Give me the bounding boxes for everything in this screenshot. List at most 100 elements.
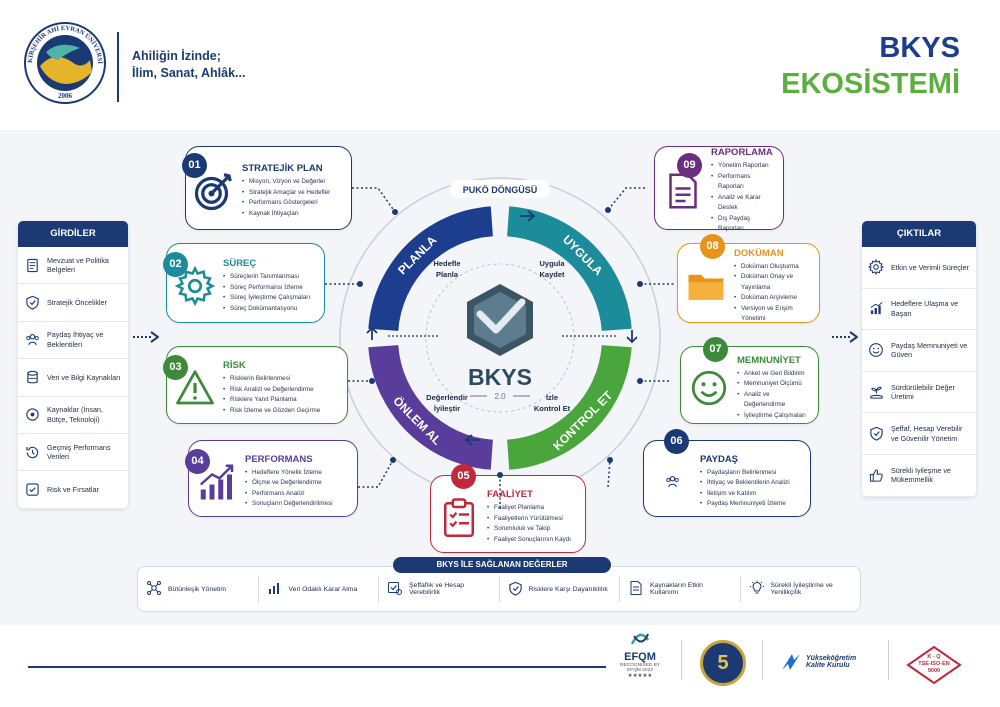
card-paydaş: PAYDAŞPaydaşların Belirlenmesiİhtiyaç ve… [643, 429, 811, 517]
card-number: 09 [677, 153, 702, 178]
outputs-item: Sürdürülebilir Değer Üretimi [862, 372, 976, 414]
card-items: Paydaşların Belirlenmesiİhtiyaç ve Bekle… [700, 468, 790, 510]
card-item: Dış Paydaş Raporları [711, 214, 775, 235]
history-icon [24, 444, 40, 460]
card-strateji̇k plan: STRATEJİK PLAN Misyon, Vizyon ve Değerler… [182, 146, 352, 230]
bkys-center-label: BKYS [468, 364, 532, 390]
outputs-title: ÇIKTILAR [862, 221, 976, 247]
cycle-inner-caption: Kontrol Et [534, 404, 571, 413]
cycle-segment [368, 345, 493, 470]
card-item: Faaliyet Planlama [487, 503, 571, 514]
card-item: Ölçme ve Değerlendirme [245, 478, 333, 489]
chart-icon [267, 580, 283, 598]
card-number: 05 [451, 464, 476, 489]
cycle-arrow-left [366, 326, 378, 340]
card-raporlama: RAPORLAMAYönetim RaporlarıPerformans Rap… [654, 146, 784, 232]
card-item: Sonuçların Değerlendirilmesi [245, 499, 333, 510]
value-item-label: Veri Odaklı Karar Alma [288, 585, 358, 593]
card-item: İyileştirme Çalışmaları [737, 411, 810, 422]
card-item: Anket ve Geri Bildirim [737, 369, 810, 380]
card-body: SÜREÇSüreçlerin TanımlanmasıSüreç Perfor… [223, 258, 310, 314]
card-item: Memnuniyet Ölçümü [737, 379, 810, 390]
tse-line-1: K - Q [927, 654, 941, 660]
card-item: İletişim ve Katılım [700, 489, 790, 500]
card-item: Performans Raporları [711, 172, 775, 193]
card-title: STRATEJİK PLAN [242, 163, 323, 174]
inputs-item: Geçmiş Performans Verileri [18, 434, 128, 472]
card-body: RİSKRisklerin BelirlenmesiRisk Analizi v… [223, 360, 320, 416]
card-number: 08 [700, 234, 725, 259]
university-year: 2006 [58, 92, 73, 100]
outputs-item: Hedeflere Ulaşma ve Başarı [862, 289, 976, 331]
yok-line-1: Yükseköğretim [806, 655, 857, 662]
efqm-logo-icon [630, 633, 650, 645]
network-icon [146, 580, 162, 598]
card-item: İhtiyaç ve Beklentilerin Analizi [700, 478, 790, 489]
shield-check-icon [508, 581, 523, 598]
card-item: Performans Analizi [245, 489, 333, 500]
card-item: Faaliyet Sonuçlarının Kaydı [487, 535, 571, 546]
inputs-item: Risk ve Fırsatlar [18, 471, 128, 509]
yok-mark-icon [782, 654, 800, 670]
card-number: 03 [163, 355, 188, 380]
university-logo: KIRŞEHİR AHİ EVRAN ÜNİVERSİTESİ 2006 [22, 17, 106, 104]
card-title: RAPORLAMA [711, 147, 773, 159]
gear-icon [175, 264, 215, 308]
card-item: Doküman Oluşturma [734, 262, 811, 273]
yok-logo: Yükseköğretim Kalite Kurulu [780, 652, 856, 672]
cycle-title: PUKÖ DÖNGÜSÜ [463, 185, 538, 195]
efqm-stars: ★★★★★ [627, 673, 653, 679]
card-item: Süreç İyileştirme Çalışmaları [223, 293, 310, 304]
value-item: Şeffaflık ve Hesap Verebilirlik [379, 576, 500, 602]
card-body: FAALİYETFaaliyet PlanlamaFaaliyetlerin Y… [487, 489, 571, 545]
card-item: Versiyon ve Erişim Yönetimi [734, 304, 811, 325]
value-item: Bütünleşik Yönetim [138, 576, 259, 602]
lightbulb-icon [749, 580, 765, 598]
card-item: Risk İzleme ve Gözden Geçirme [223, 406, 320, 417]
card-ri̇sk: RİSKRisklerin BelirlenmesiRisk Analizi v… [163, 346, 348, 424]
outputs-item-label: Şeffaf, Hesap Verebilir ve Güvenilir Yön… [891, 424, 963, 443]
card-item: Analiz ve Karar Destek [711, 193, 775, 214]
inputs-arrow [133, 330, 160, 349]
card-items: Süreçlerin TanımlanmasıSüreç Performansı… [223, 272, 310, 314]
efqm-badge: EFQM RECOGNISED BY EFQM 2023 ★★★★★ [612, 632, 668, 679]
bkys-emblem [467, 284, 533, 356]
card-faali̇yet: FAALİYETFaaliyet PlanlamaFaaliyetlerin Y… [430, 464, 586, 553]
value-item-label: Şeffaflık ve Hesap Verebilirlik [409, 582, 465, 596]
card-item: Risk Analizi ve Değerlendirme [223, 385, 320, 396]
inputs-item: Paydaş İhtiyaç ve Beklentileri [18, 322, 128, 360]
card-item: Sorumluluk ve Takip [487, 524, 571, 535]
card-performans: PERFORMANSHedeflere Yönelik İzlemeÖlçme … [185, 440, 358, 517]
slogan-line-1: Ahiliğin İzinde; [132, 49, 221, 63]
card-number: 07 [703, 337, 728, 362]
cycle-arrow-bottom [464, 434, 480, 446]
value-item-label: Sürekli İyileştirme ve Yenilikçilik [770, 582, 833, 596]
transparency-icon [387, 580, 403, 598]
risk-icon [24, 482, 40, 498]
document-list-icon [24, 257, 40, 273]
outputs-item-label: Sürekli İyileşme ve Mükemmellik [891, 465, 951, 485]
card-memnuni̇yet: MEMNUNİYETAnket ve Geri BildirimMemnuniy… [680, 337, 819, 424]
card-title: FAALİYET [487, 489, 533, 500]
card-items: Hedeflere Yönelik İzlemeÖlçme ve Değerle… [245, 468, 333, 510]
card-item: Misyon, Vizyon ve Değerler [242, 177, 330, 188]
card-number: 01 [182, 153, 207, 178]
card-item: Kaynak İhtiyaçları [242, 209, 330, 220]
card-items: Anket ve Geri BildirimMemnuniyet ÖlçümüA… [737, 369, 810, 422]
outputs-item: Paydaş Memnuniyeti ve Güven [862, 330, 976, 372]
inputs-title: GİRDİLER [18, 221, 128, 247]
tse-logo: K - Q TSE-ISO-EN 9000 [906, 645, 962, 685]
card-items: Misyon, Vizyon ve DeğerlerStratejik Amaç… [242, 177, 330, 219]
target-icon [194, 169, 234, 213]
page-title-line-1: BKYS [879, 32, 960, 64]
card-doküman: DOKÜMANDoküman OluşturmaDoküman Onay ve … [677, 234, 820, 325]
outputs-item-label: Paydaş Memnuniyeti ve Güven [891, 340, 968, 360]
card-item: Doküman Onay ve Yayınlama [734, 272, 811, 293]
inputs-item: Stratejik Öncelikler [18, 284, 128, 322]
values-list: Bütünleşik Yönetim Veri Odaklı Karar Alma… [138, 576, 860, 602]
slogan: Ahiliğin İzinde; İlim, Sanat, Ahlâk... [132, 48, 245, 82]
page-title-line-2: EKOSİSTEMİ [781, 68, 960, 100]
